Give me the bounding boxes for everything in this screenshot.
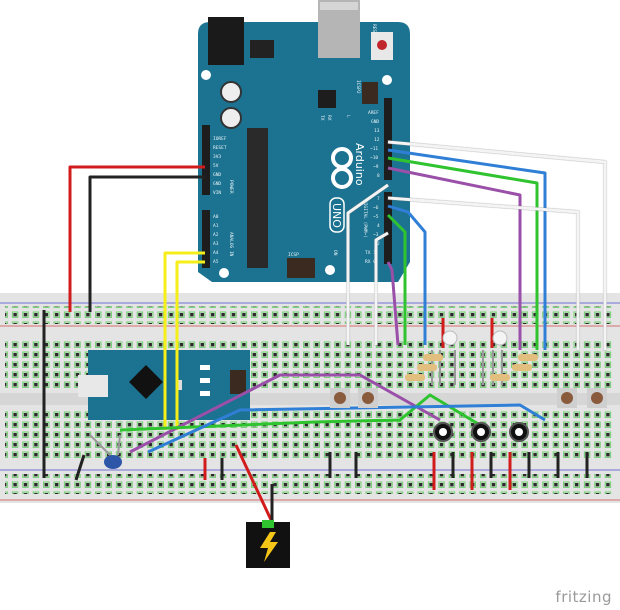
pin-label: GND xyxy=(213,181,221,187)
digital-header-high xyxy=(384,98,392,180)
capacitor xyxy=(220,107,242,129)
pin-label: ~10 xyxy=(370,155,378,161)
icsp2-label: ICSP2 xyxy=(355,80,361,94)
pin-label: A4 xyxy=(213,250,219,256)
mini-usb-port xyxy=(78,375,108,397)
wire-pin12-white xyxy=(387,140,607,350)
wire-pin11-blue xyxy=(387,148,547,350)
icsp-label: ICSP xyxy=(288,252,299,258)
icsp-header xyxy=(287,258,315,278)
wire-a4-yellow xyxy=(163,251,205,430)
wire-nano-purple xyxy=(129,373,441,454)
arduino-uno-board[interactable]: Arduino UNO IOREF RESET 3V3 5V GND GND V… xyxy=(198,0,410,282)
section-label: ANALOG IN xyxy=(228,232,234,257)
lightning-icon xyxy=(260,532,278,562)
led-label: L xyxy=(345,115,351,118)
wire-5v-red xyxy=(68,165,205,312)
pin-label: ~11 xyxy=(370,146,378,152)
bottom-power-rail xyxy=(5,474,615,494)
potentiometers xyxy=(433,422,529,442)
pin-label: 2 xyxy=(377,241,380,247)
section-label: DIGITAL (PWM~) xyxy=(362,200,368,238)
wire-pin2-purple xyxy=(386,261,400,346)
pin-label: 5V xyxy=(213,163,219,169)
pin-label: TX 1 xyxy=(365,250,376,256)
dc-barrel-jack xyxy=(208,17,244,65)
reset-label: RESET xyxy=(371,24,377,38)
fritzing-logo: fritzing xyxy=(555,588,612,606)
pin-label: GND xyxy=(213,172,221,178)
pin-label: 7 xyxy=(377,196,380,202)
pin-label: ~6 xyxy=(373,205,379,211)
nano-icsp-header xyxy=(230,370,246,394)
digital-header-low xyxy=(384,192,392,264)
resistor xyxy=(490,374,510,381)
pin-label: ~5 xyxy=(373,214,379,220)
pin-label: ~9 xyxy=(373,164,379,170)
pin-label: GND xyxy=(371,119,379,125)
arduino-nano-board[interactable] xyxy=(78,350,250,420)
pin-label: A1 xyxy=(213,223,219,229)
wire-pin6-blue xyxy=(387,204,427,345)
wire-nano-blue xyxy=(147,403,546,454)
resistor xyxy=(518,354,538,361)
resistor xyxy=(512,364,532,371)
wire-pin9-purple xyxy=(387,166,522,350)
wire-nano-gnd xyxy=(74,454,86,481)
arduino-brand-text: Arduino xyxy=(353,143,366,186)
pin-label: 4 xyxy=(377,223,380,229)
power-header xyxy=(202,125,210,195)
pin-label: A0 xyxy=(213,214,219,220)
pin-label: VIN xyxy=(213,190,221,196)
nano-reset-button xyxy=(176,380,182,390)
pin-label: 3V3 xyxy=(213,154,221,160)
wire-pin7-white xyxy=(387,196,580,350)
pin-label: 8 xyxy=(377,173,380,179)
pin-label: RESET xyxy=(213,145,227,151)
resistor xyxy=(405,374,425,381)
wire-pin8-white xyxy=(346,183,389,345)
usb-chip xyxy=(318,90,336,108)
pin-label: IOREF xyxy=(213,136,227,142)
push-buttons xyxy=(330,388,607,408)
pin-label: RX 0 xyxy=(365,259,376,265)
capacitor xyxy=(220,81,242,103)
pin-label: A5 xyxy=(213,259,219,265)
wire-jack-red xyxy=(234,444,274,523)
arduino-infinity-logo xyxy=(329,147,353,233)
nano-chip xyxy=(129,365,163,399)
wire-pin5-green xyxy=(386,213,407,345)
pin-label: 12 xyxy=(374,137,380,143)
led-label: RX xyxy=(326,115,332,121)
atmega-chip xyxy=(247,128,268,268)
resistor xyxy=(423,354,443,361)
pin-label: A2 xyxy=(213,232,219,238)
pin-label: A3 xyxy=(213,241,219,247)
ceramic-capacitor xyxy=(89,434,122,469)
on-label: ON xyxy=(332,250,338,256)
pin-label: 13 xyxy=(374,128,380,134)
icsp2-header xyxy=(362,82,378,104)
voltage-regulator xyxy=(250,40,274,58)
uno-model-text: UNO xyxy=(330,203,343,228)
resistors xyxy=(405,354,538,381)
led-label: TX xyxy=(319,115,325,121)
dc-power-jack[interactable] xyxy=(246,520,290,568)
top-power-rail xyxy=(5,306,615,324)
wire-a5-yellow xyxy=(175,260,205,430)
wire-pin4-white xyxy=(374,231,389,345)
wire-gnd-black xyxy=(88,175,205,312)
pin-label: AREF xyxy=(368,110,379,116)
section-label: POWER xyxy=(228,180,234,194)
analog-header xyxy=(202,210,210,268)
pin-label: ~3 xyxy=(373,232,379,238)
resistor xyxy=(417,364,437,371)
wires xyxy=(42,140,607,523)
wire-pin10-green xyxy=(387,156,539,350)
